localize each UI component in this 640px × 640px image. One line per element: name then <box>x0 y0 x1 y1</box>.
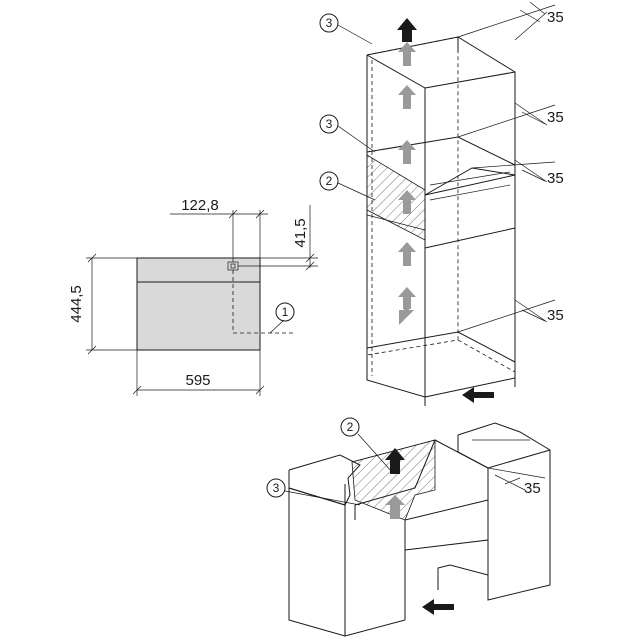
front-view: 444,5 595 122,8 41,5 1 <box>68 197 318 396</box>
width-label: 595 <box>185 372 210 389</box>
gap-label-3: 35 <box>547 170 564 187</box>
callout-3-lower: 3 <box>273 481 280 495</box>
gap-dimensions-upper: 35 35 35 35 <box>457 1 564 333</box>
gap-label-2: 35 <box>547 109 564 126</box>
callout-2-upper: 2 <box>326 174 333 188</box>
ventilation-zone-upper <box>366 154 426 241</box>
gap-label-1: 35 <box>547 9 564 26</box>
height-label: 444,5 <box>68 285 85 323</box>
under-counter-unit: 35 2 3 <box>266 417 551 637</box>
airflow-up-arrows <box>397 18 417 325</box>
offset-top-label: 122,8 <box>181 197 219 214</box>
callout-3-mid: 3 <box>326 117 333 131</box>
tall-housing-unit: 35 35 35 35 3 3 2 <box>319 1 564 406</box>
airflow-up-arrow-lower <box>385 448 405 474</box>
gap-label-5: 35 <box>524 480 541 497</box>
ventilation-zone-lower <box>351 439 436 521</box>
offset-right-label: 41,5 <box>292 218 309 247</box>
cable-path <box>232 270 295 334</box>
appliance-front <box>136 257 261 351</box>
callout-3-top: 3 <box>326 16 333 30</box>
airflow-in-arrow-upper <box>462 387 494 403</box>
callout-2-lower: 2 <box>347 420 354 434</box>
gap-label-4: 35 <box>547 307 564 324</box>
callout-1: 1 <box>282 305 289 319</box>
airflow-in-arrow-lower <box>422 599 454 615</box>
